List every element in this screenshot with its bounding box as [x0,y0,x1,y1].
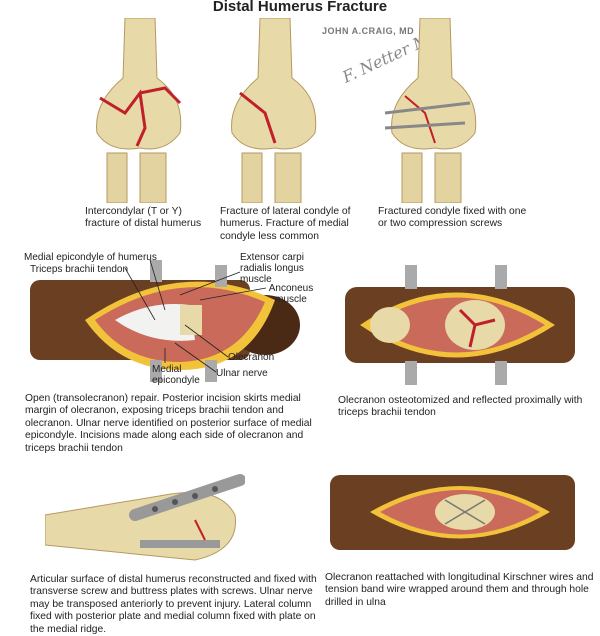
lateral-condyle-fracture-illustration [231,18,317,203]
caption-tension-band: Olecranon reattached with longitudinal K… [325,572,594,608]
tension-band-illustration [330,475,575,550]
label-anconeus: Anconeus muscle [268,283,314,305]
caption-open-repair: Open (transolecranon) repair. Posterior … [25,393,312,454]
author-signature: JOHN A.CRAIG, MD [322,26,415,36]
caption-compression-screws: Fractured condyle fixed with one or two … [378,206,527,230]
label-leader-lines [124,259,267,373]
page-title: Distal Humerus Fracture [212,0,388,15]
caption-plate-fixation: Articular surface of distal humerus reco… [30,574,317,635]
compression-screw-fixation-illustration [384,18,477,203]
olecranon-osteotomy-illustration [345,265,575,385]
label-medial-epicondyle-humerus: Medial epicondyle of humerus [24,252,157,263]
intercondylar-fracture-illustration [96,18,182,203]
label-olecranon: Olecranon [228,352,275,363]
label-triceps-tendon: Triceps brachii tendon [30,264,129,275]
caption-lateral-condyle: Fracture of lateral condyle of humerus. … [220,206,351,242]
plate-fixation-illustration [45,474,245,561]
label-medial-epicondyle: Medial epicondyle [152,364,200,386]
caption-intercondylar: Intercondylar (T or Y) fracture of dista… [85,206,202,230]
label-extensor-carpi: Extensor carpi radialis longus muscle [240,252,304,285]
label-ulnar-nerve: Ulnar nerve [216,368,268,379]
open-repair-illustration [30,260,300,382]
caption-osteotomy: Olecranon osteotomized and reflected pro… [338,395,583,419]
